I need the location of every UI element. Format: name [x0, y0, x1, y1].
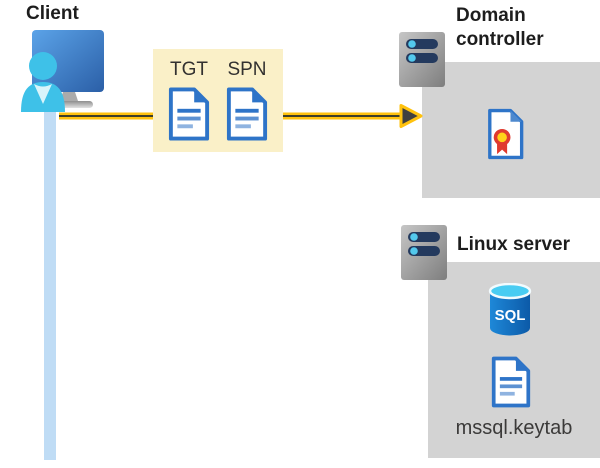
domain-controller-server-icon — [399, 32, 445, 87]
tgt-document-icon — [168, 87, 210, 141]
spn-label: SPN — [227, 59, 267, 80]
certificate-icon — [488, 108, 524, 160]
linux-server-icon — [401, 225, 447, 280]
keytab-document-icon — [491, 356, 531, 408]
tgt-ticket: TGT — [167, 59, 211, 142]
spn-document-icon — [226, 87, 268, 141]
sql-database-label: SQL — [495, 307, 526, 324]
client-monitor-person-icon — [21, 30, 104, 112]
linux-server-title: Linux server — [457, 234, 570, 255]
person-icon — [21, 52, 65, 112]
domain-controller-title: Domain controller — [456, 5, 544, 50]
spn-ticket: SPN — [225, 59, 269, 142]
tgt-label: TGT — [170, 59, 208, 80]
sql-database-icon: SQL — [488, 283, 532, 336]
client-title: Client — [26, 3, 79, 24]
ticket-box: TGT SPN — [153, 49, 283, 152]
arrowhead-icon — [399, 104, 423, 128]
client-connection-line — [44, 94, 56, 460]
keytab-filename: mssql.keytab — [455, 417, 573, 439]
